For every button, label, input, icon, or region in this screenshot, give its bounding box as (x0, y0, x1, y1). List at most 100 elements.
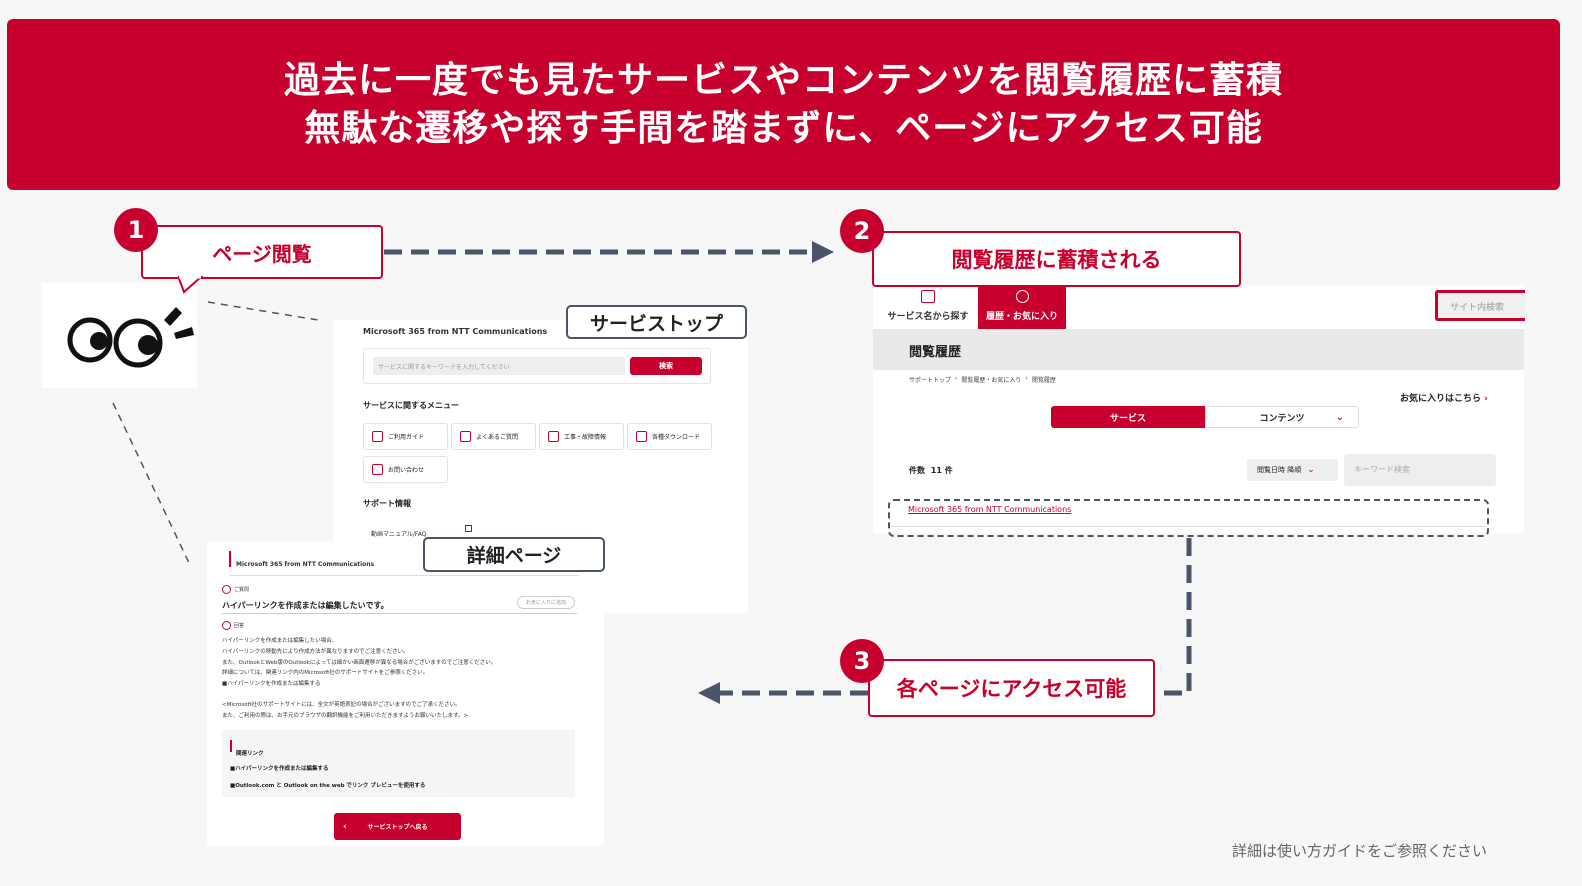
sight-line-bottom (112, 402, 191, 566)
header-banner: 過去に一度でも見たサービスやコンテンツを閲覧履歴に蓄積 無駄な遷移や探す手間を踏… (7, 19, 1560, 190)
menu-tile-download[interactable]: 各種ダウンロード (627, 423, 712, 450)
segment-contents[interactable]: コンテンツ ⌄ (1205, 406, 1359, 428)
breadcrumb-item[interactable]: 閲覧履歴・お気に入り (961, 377, 1022, 384)
step-2-callout: 閲覧履歴に蓄積される (872, 231, 1241, 287)
result-divider (891, 526, 1486, 527)
step-3-badge: 3 (840, 639, 884, 683)
step-1-callout: ページ閲覧 (141, 225, 383, 279)
sort-select-label: 閲覧日時 降順 (1257, 466, 1302, 474)
menu-label: お問い合わせ (388, 467, 425, 474)
chevron-right-icon: › (955, 375, 958, 382)
breadcrumb-item: 閲覧履歴 (1031, 377, 1056, 384)
answer-label: 回答 (234, 623, 245, 629)
detail-title: Microsoft 365 from NTT Communications (236, 561, 375, 568)
chevron-left-icon: ‹ (343, 821, 347, 832)
question-divider (222, 613, 577, 614)
service-top-tag: サービストップ (566, 305, 747, 339)
detail-page-tag: 詳細ページ (423, 537, 605, 572)
question-icon (222, 585, 231, 594)
banner-line-1: 過去に一度でも見たサービスやコンテンツを閲覧履歴に蓄積 (283, 59, 1283, 101)
chevron-down-icon: ⌄ (1335, 411, 1344, 423)
menu-tile-guide[interactable]: ご利用ガイド (363, 423, 448, 450)
tab-history-favorites[interactable]: 履歴・お気に入り (978, 287, 1066, 329)
history-page-title: 閲覧履歴 (909, 345, 962, 360)
support-info-item[interactable]: 動画マニュアル/FAQ (371, 531, 427, 538)
answer-line: 詳細については、関連リンク内のMicrosoft社のサポートサイトをご参照くださ… (222, 670, 429, 677)
back-to-service-top-button[interactable]: ‹ サービストップへ戻る (334, 813, 461, 840)
tab-history-label: 履歴・お気に入り (985, 312, 1058, 322)
segment-service[interactable]: サービス (1051, 406, 1205, 428)
breadcrumb: サポートトップ› 閲覧履歴・お気に入り› 閲覧履歴 (909, 375, 1056, 384)
sight-line-top (207, 301, 319, 321)
answer-line: また、ご利用の際は、お手元のブラウザの翻訳機能をご利用いただきますようお願いいた… (222, 712, 469, 719)
service-search-box: サービスに関するキーワードを入力してください 検索 (363, 348, 711, 384)
site-search-placeholder: サイト内検索 (1450, 303, 1505, 313)
step-2-badge: 2 (840, 209, 884, 253)
favorites-link[interactable]: お気に入りはこちら › (1400, 391, 1488, 404)
footnote: 詳細は使い方ガイドをご参照ください (1232, 842, 1488, 860)
result-count: 件数 11 件 (909, 465, 953, 476)
segment-contents-label: コンテンツ (1259, 413, 1305, 424)
contact-icon (372, 464, 383, 475)
answer-line[interactable]: ■ハイパーリンクを作成または編集する (222, 681, 321, 688)
service-menu-title: サービスに関するメニュー (363, 401, 459, 410)
menu-label: 各種ダウンロード (652, 434, 701, 441)
step-1-callout-tail (178, 276, 204, 294)
breadcrumb-item[interactable]: サポートトップ (909, 377, 952, 384)
related-link-1[interactable]: ■ハイパーリンクを作成または編集する (230, 766, 329, 772)
question-text: ハイパーリンクを作成または編集したいです。 (222, 601, 389, 610)
favorite-add-button[interactable]: お気に入りに追加 (517, 596, 575, 609)
chevron-down-icon: ⌄ (1307, 465, 1315, 475)
banner-line-2: 無駄な遷移や探す手間を踏まずに、ページにアクセス可能 (304, 107, 1263, 149)
menu-label: ご利用ガイド (388, 434, 425, 441)
arrowhead-3-to-detail (698, 682, 720, 704)
keyword-search-placeholder: キーワード検索 (1354, 465, 1410, 474)
eyes-icon (42, 283, 197, 388)
tab-service-name-search[interactable]: サービス名から探す (878, 287, 978, 329)
history-result-highlight (888, 499, 1489, 537)
service-search-button[interactable]: 検索 (630, 357, 702, 375)
menu-label: 工事・故障情報 (564, 434, 607, 441)
segment-service-label: サービス (1109, 413, 1146, 424)
menu-tile-contact[interactable]: お問い合わせ (363, 456, 448, 483)
tab-service-name-label: サービス名から探す (887, 312, 969, 322)
back-button-label: サービストップへ戻る (367, 824, 428, 831)
answer-line (222, 690, 496, 700)
download-icon (636, 431, 647, 442)
history-result-link[interactable]: Microsoft 365 from NTT Communications (908, 505, 1072, 514)
heart-icon (1015, 290, 1029, 303)
site-search-input[interactable]: サイト内検索 (1435, 290, 1525, 321)
count-label: 件数 (909, 466, 925, 475)
favorites-link-label: お気に入りはこちら (1400, 394, 1482, 404)
maintenance-icon (548, 431, 559, 442)
answer-line: ハイパーリンクを作成または編集したい場合、 (222, 638, 338, 644)
detail-title-divider (229, 575, 579, 576)
menu-tile-faq[interactable]: よくあるご質問 (451, 423, 536, 450)
arrowhead-1-to-2 (812, 241, 834, 263)
faq-icon (460, 431, 471, 442)
arrow-2-to-3 (1157, 538, 1192, 696)
answer-line: <Microsoft社のサポートサイトには、全文が英語表記の場合がございますので… (222, 701, 461, 708)
answer-icon (222, 621, 231, 630)
question-label: ご質問 (234, 587, 250, 593)
favorite-add-label: お気に入りに追加 (525, 600, 566, 606)
chevron-right-icon: › (1025, 375, 1028, 382)
step-3-callout: 各ページにアクセス可能 (868, 659, 1155, 717)
service-menu-grid: ご利用ガイド よくあるご質問 工事・故障情報 各種ダウンロード お問い合わせ (363, 423, 712, 483)
count-value: 11 件 (930, 466, 953, 475)
history-nav-tabs: サービス名から探す 履歴・お気に入り (878, 287, 1066, 329)
answer-line: ハイパーリンクの移動先により作成方法が異なりますのでご注意ください。 (222, 648, 409, 655)
history-title-bar: 閲覧履歴 (873, 329, 1524, 370)
menu-tile-maintenance[interactable]: 工事・故障情報 (539, 423, 624, 450)
service-search-input[interactable]: サービスに関するキーワードを入力してください (373, 357, 625, 375)
related-link-2[interactable]: ■Outlook.com と Outlook on the web でリンク プ… (230, 783, 426, 789)
history-page-screenshot: サービス名から探す 履歴・お気に入り サイト内検索 閲覧履歴 サポートトップ› … (873, 285, 1525, 537)
keyword-search-input[interactable]: キーワード検索 (1344, 454, 1496, 486)
detail-page-screenshot: Microsoft 365 from NTT Communications ご質… (207, 541, 604, 846)
sort-select[interactable]: 閲覧日時 降順 ⌄ (1247, 459, 1338, 481)
answer-body: ハイパーリンクを作成または編集したい場合、 ハイパーリンクの移動先により作成方法… (222, 636, 496, 722)
answer-line: また、OutlookとWeb版のOutlookによっては細かい画面遷移が異なる場… (222, 659, 497, 666)
guide-icon (372, 431, 383, 442)
chevron-right-icon: › (1484, 394, 1488, 404)
menu-label: よくあるご質問 (476, 434, 519, 441)
